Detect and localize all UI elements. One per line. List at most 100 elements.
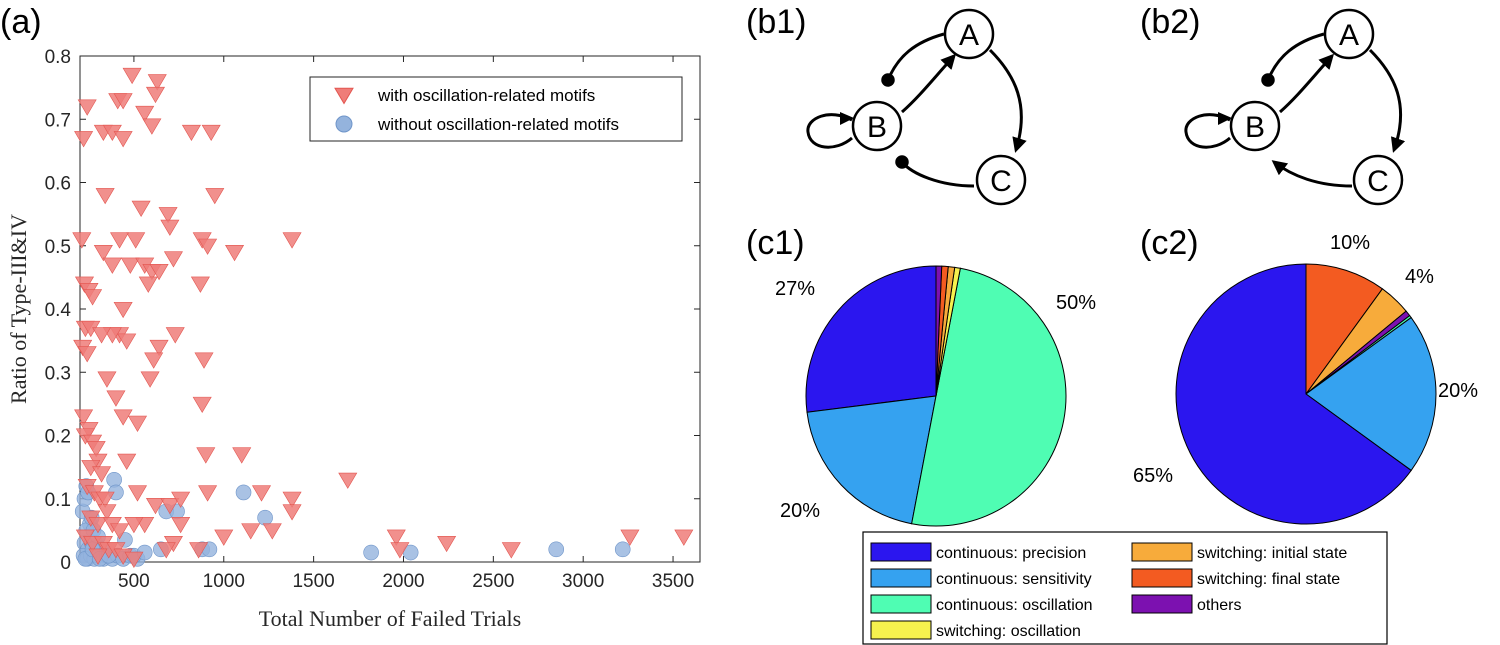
legend-label-others: others <box>1197 597 1241 614</box>
x-tick-label: 2500 <box>472 571 514 592</box>
scatter-point-with-motifs <box>92 466 112 483</box>
scatter-point-with-motifs <box>501 542 521 559</box>
network-b1: A B C <box>806 8 1027 206</box>
pie-slice-continuous-sensitivity <box>1305 316 1437 472</box>
scatter-point-with-motifs <box>201 124 221 142</box>
panel-label-a: (a) <box>0 3 42 41</box>
scatter-point-with-motifs <box>95 188 115 205</box>
y-tick-label: 0.8 <box>45 47 71 68</box>
panel-label-c2: (c2) <box>1140 224 1199 262</box>
scatter-point-with-motifs <box>338 472 358 489</box>
scatter-point-with-motifs <box>97 504 117 521</box>
x-tick-label: 1500 <box>292 571 334 592</box>
legend-circle-marker <box>335 115 353 133</box>
edge-b-self-loop-arrow <box>840 112 854 125</box>
scatter-point-with-motifs <box>156 542 176 559</box>
edge-c-inhibits-b <box>895 155 975 188</box>
scatter-point-with-motifs <box>196 447 216 464</box>
scatter-point-with-motifs <box>437 535 457 553</box>
pie2-pct-sensitivity: 20% <box>1438 380 1478 402</box>
pie1-pct-sensitivity: 20% <box>780 500 820 522</box>
scatter-point-with-motifs <box>171 516 191 534</box>
pie-legend: continuous: precision continuous: sensit… <box>862 531 1388 645</box>
scatter-point-with-motifs <box>127 485 148 502</box>
scatter-point-with-motifs <box>262 523 282 540</box>
scatter-point-with-motifs <box>102 257 122 274</box>
scatter-point-without-motifs <box>363 544 379 561</box>
node-b-label: B <box>867 111 887 144</box>
scatter-point-with-motifs <box>282 232 302 249</box>
legend-swatch-precision <box>870 542 932 562</box>
scatter-point-with-motifs <box>189 542 209 559</box>
legend-label-initial-state: switching: initial state <box>1197 545 1347 562</box>
legend-label-with-motifs: with oscillation-related motifs <box>377 86 595 105</box>
scatter-point-without-motifs <box>614 541 631 558</box>
legend-swatch-final-state <box>1131 568 1193 588</box>
pie-slice-continuous-oscillation <box>911 267 1067 527</box>
scatter-point-with-motifs <box>92 327 112 344</box>
scatter-point-with-motifs <box>192 396 212 414</box>
x-tick-label: 3500 <box>652 571 694 592</box>
scatter-point-with-motifs <box>88 548 108 565</box>
legend-triangle-marker <box>334 87 354 105</box>
node-c-label: C <box>990 165 1012 198</box>
node-a-circle <box>943 8 995 60</box>
node-a-label: A <box>959 19 979 52</box>
pie-slice-others <box>935 265 943 397</box>
scatter-point-with-motifs <box>86 441 106 458</box>
scatter-point-with-motifs <box>214 529 234 546</box>
scatter-point-with-motifs <box>194 352 214 369</box>
edge-b-self-loop-arrow <box>1218 112 1232 125</box>
pie2-pct-precision: 65% <box>1133 465 1173 487</box>
edge-b-activates-a <box>901 53 957 114</box>
scatter-y-axis-label: Ratio of Type-III&IV <box>6 214 31 404</box>
scatter-point-with-motifs <box>205 188 225 205</box>
scatter-point-with-motifs <box>160 498 180 515</box>
scatter-point-with-motifs <box>83 289 103 306</box>
panel-label-c1: (c1) <box>746 224 805 262</box>
node-a-label: A <box>1339 19 1359 52</box>
scatter-point-with-motifs <box>113 93 133 110</box>
scatter-point-with-motifs <box>127 415 148 432</box>
pie-slice-continuous-precision <box>805 265 937 413</box>
scatter-legend-box <box>309 76 683 142</box>
legend-swatch-oscillation <box>870 594 932 614</box>
scatter-point-with-motifs <box>97 371 117 388</box>
scatter-point-with-motifs <box>145 86 166 104</box>
edge-a-activates-c <box>1368 48 1406 153</box>
scatter-point-with-motifs <box>225 245 245 262</box>
node-c-circle <box>1352 154 1404 206</box>
scatter-point-with-motifs <box>120 257 140 274</box>
scatter-point-with-motifs <box>122 67 142 85</box>
scatter-point-with-motifs <box>140 371 160 388</box>
scatter-point-with-motifs <box>131 200 151 217</box>
legend-label-final-state: switching: final state <box>1197 571 1340 588</box>
y-tick-label: 0.5 <box>45 237 71 258</box>
pie1-pct-oscillation: 50% <box>1056 292 1096 314</box>
scatter-point-with-motifs <box>149 339 169 357</box>
scatter-point-with-motifs <box>113 409 133 426</box>
pie2-pct-initial-state: 4% <box>1405 266 1434 288</box>
scatter-point-with-motifs <box>135 105 155 123</box>
scatter-point-with-motifs <box>117 333 137 350</box>
scatter-point-with-motifs <box>282 491 302 508</box>
scatter-point-with-motifs <box>232 447 252 464</box>
scatter-point-with-motifs <box>93 245 113 262</box>
x-tick-label: 500 <box>118 571 150 592</box>
panel-label-b2: (b2) <box>1140 3 1200 41</box>
scatter-point-with-motifs <box>282 504 302 521</box>
scatter-point-with-motifs <box>190 276 210 293</box>
node-b-label: B <box>1245 111 1265 144</box>
scatter-point-with-motifs <box>149 263 169 281</box>
scatter-point-with-motifs <box>171 491 191 508</box>
legend-label-oscillation: continuous: oscillation <box>936 597 1093 614</box>
edge-c-activates-b <box>1271 160 1353 188</box>
x-tick-label: 2000 <box>382 571 424 592</box>
edge-b-self-loop <box>806 113 853 149</box>
node-c-circle <box>975 154 1027 206</box>
scatter-legend: with oscillation-related motifs without … <box>309 76 683 142</box>
node-b-circle <box>1229 100 1281 152</box>
scatter-point-with-motifs <box>117 453 137 470</box>
edge-a-inhibits-b <box>1261 32 1325 87</box>
